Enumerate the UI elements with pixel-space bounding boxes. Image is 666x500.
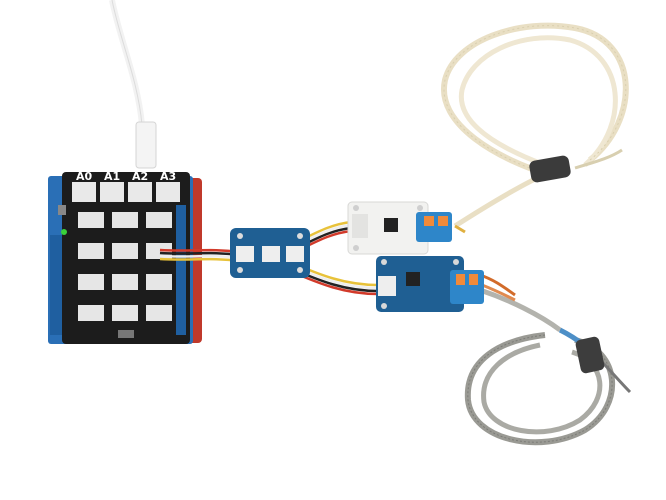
thermocouple-amplifier-blue xyxy=(376,256,484,312)
grove-connector-grid xyxy=(78,212,172,321)
thermocouple-amplifier-white xyxy=(347,201,452,255)
analog-header-ports xyxy=(72,182,180,202)
thermocouple-probe-metal xyxy=(464,287,632,446)
grove-i2c-hub xyxy=(230,228,310,278)
label-a3: A3 xyxy=(160,170,176,183)
grove-base-shield: A0 A1 A2 A3 xyxy=(58,170,190,344)
label-a0: A0 xyxy=(76,170,93,183)
reset-button xyxy=(58,205,66,215)
thermocouple-probe-white xyxy=(440,22,629,229)
terminal-block-blue-module xyxy=(450,270,484,304)
label-a1: A1 xyxy=(104,170,120,183)
power-led xyxy=(61,229,67,235)
label-a2: A2 xyxy=(132,170,148,183)
usb-cable xyxy=(109,0,157,169)
